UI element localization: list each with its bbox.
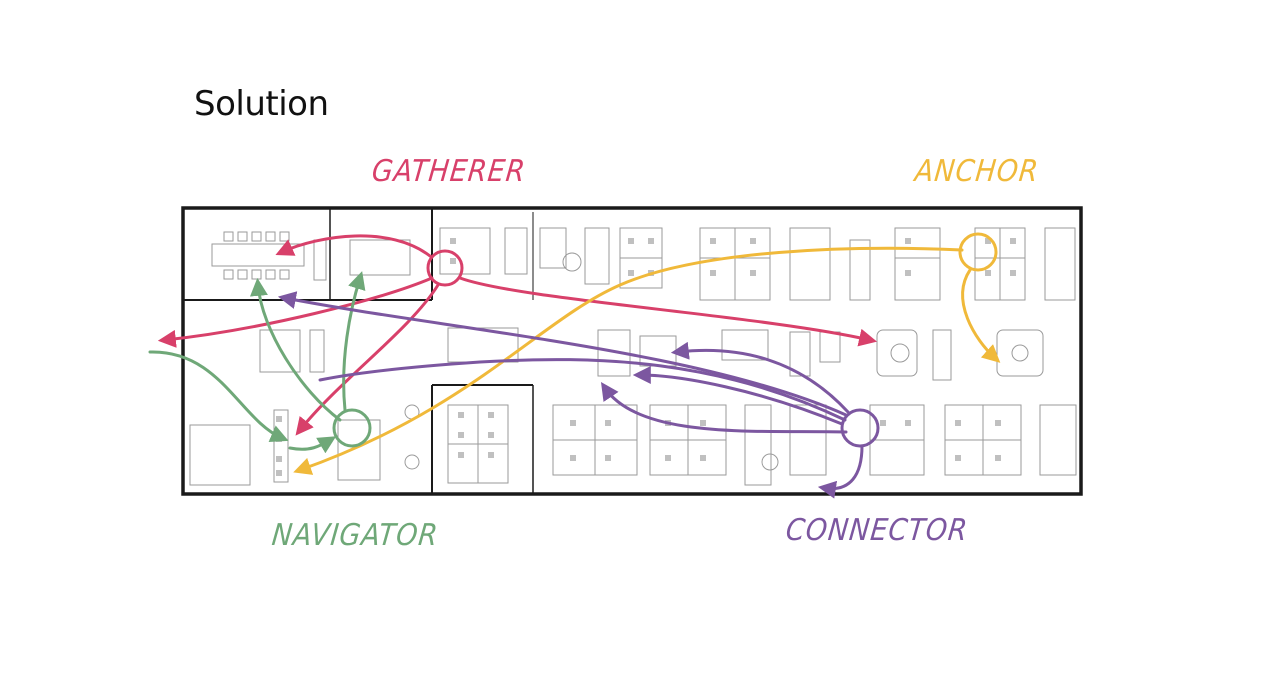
connector-paths — [277, 291, 880, 499]
walls — [181, 206, 1083, 496]
page-title: Solution — [194, 84, 329, 124]
furniture — [189, 227, 1077, 486]
anchor-paths — [293, 232, 1001, 475]
gatherer-paths — [157, 234, 878, 436]
navigator-paths — [148, 271, 372, 454]
